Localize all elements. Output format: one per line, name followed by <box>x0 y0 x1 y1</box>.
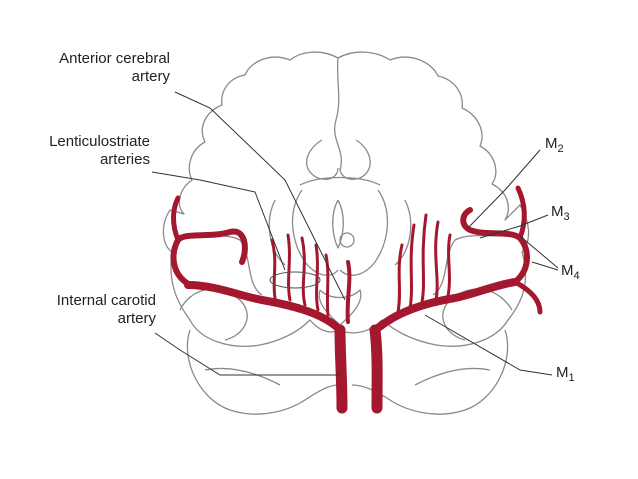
leader-lenticulostriate <box>151 171 286 271</box>
left-lenticulostriate-arteries <box>270 233 330 317</box>
label-aca-line2: artery <box>131 68 170 85</box>
lateral-ventricle-right <box>339 139 371 180</box>
anterior-cerebral-artery <box>345 260 352 324</box>
thalamus-left <box>291 189 339 276</box>
left-m2-m3-segment <box>170 228 248 288</box>
label-aca-line1: Anterior cerebral <box>59 50 170 67</box>
leader-internal-carotid <box>154 332 340 376</box>
basal-ganglia-right <box>394 199 412 266</box>
label-m4: M4 <box>561 262 580 282</box>
left-temporal-lobe <box>170 251 339 347</box>
leader-m4a <box>519 235 559 269</box>
label-lenticulostriate-arteries: Lenticulostriate arteries <box>28 133 150 169</box>
leader-m4b <box>531 261 559 271</box>
left-hemisphere-contour <box>162 51 339 253</box>
leader-lines <box>151 91 559 376</box>
label-anterior-cerebral-artery: Anterior cerebral artery <box>38 50 170 86</box>
thalamus-right <box>339 189 389 276</box>
leader-m3 <box>479 214 549 239</box>
right-m2-segment <box>460 207 530 285</box>
label-m3: M3 <box>551 203 570 223</box>
label-ica-line2: artery <box>117 310 156 327</box>
left-temporal-lower <box>186 329 339 415</box>
leader-m1 <box>424 314 553 376</box>
lateral-ventricle-left <box>306 139 339 180</box>
label-len-line2: arteries <box>99 151 150 168</box>
central-nucleus <box>339 232 355 248</box>
right-m4-lower <box>512 279 543 315</box>
left-temporal-sulcus <box>204 367 281 386</box>
label-len-line1: Lenticulostriate <box>49 133 150 150</box>
basal-ganglia-left <box>268 199 286 266</box>
right-internal-carotid-artery <box>369 324 383 414</box>
right-hemisphere-contour <box>337 51 530 253</box>
left-m4-segment <box>171 195 181 243</box>
label-internal-carotid-artery: Internal carotid artery <box>32 292 156 328</box>
interhemispheric-fissure <box>334 57 342 171</box>
left-internal-carotid-artery <box>334 324 348 414</box>
label-m2: M2 <box>545 135 564 155</box>
right-temporal-sulcus <box>414 367 491 386</box>
right-m4-segment <box>515 185 527 241</box>
leader-m2 <box>467 149 541 229</box>
leader-anterior-cerebral <box>174 91 346 301</box>
left-m1-segment <box>184 281 342 332</box>
label-ica-line1: Internal carotid <box>56 292 156 309</box>
right-m1-segment <box>374 278 519 332</box>
arteries <box>170 185 543 414</box>
lenticulostriate-highlight <box>269 271 321 289</box>
third-ventricle <box>332 199 344 249</box>
left-temporal-inner <box>179 288 248 341</box>
corpus-callosum <box>299 176 381 186</box>
right-lenticulostriate-arteries <box>396 213 452 314</box>
label-m1: M1 <box>556 364 575 384</box>
